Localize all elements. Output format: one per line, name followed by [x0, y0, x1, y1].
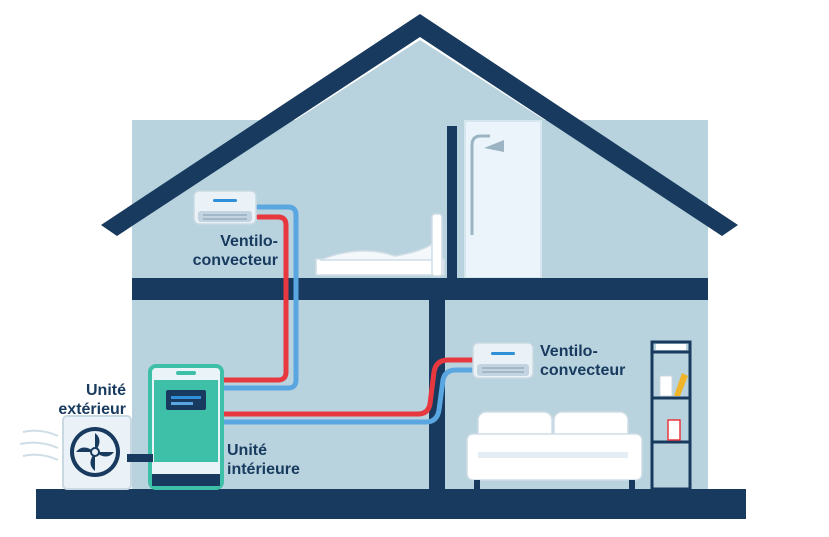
fan-coil-lower-label-line1: Ventilo- [540, 343, 598, 360]
outdoor-unit-icon [19, 415, 153, 490]
fan-coil-upper-label: Ventilo- convecteur [180, 232, 278, 270]
fan-coil-lower-label-line2: convecteur [540, 362, 626, 379]
indoor-unit-label-line2: intérieure [227, 461, 300, 478]
fan-coil-upper-label-line1: Ventilo- [220, 233, 278, 250]
outdoor-unit-label: Unité extérieur [50, 381, 126, 419]
cold-pipe-upper [215, 204, 299, 391]
indoor-unit-icon [148, 364, 224, 490]
shower-icon [447, 120, 542, 279]
fan-coil-lower-label: Ventilo- convecteur [540, 342, 625, 380]
pipes [215, 204, 477, 425]
hot-pipe-upper [215, 214, 289, 383]
ground-slab [36, 489, 746, 519]
attic-wall [132, 40, 708, 280]
indoor-unit-label: Unité intérieure [227, 441, 300, 479]
fan-coil-lower-icon [472, 342, 534, 379]
fan-coil-upper-label-line2: convecteur [192, 252, 278, 269]
bed-icon [315, 213, 445, 277]
upper-floor-slab [132, 278, 708, 300]
shelf-icon [650, 340, 692, 491]
interior-partition [429, 300, 445, 493]
cold-pipe-lower [215, 367, 477, 425]
hot-pipe-lower [215, 357, 477, 417]
sofa-icon [466, 411, 643, 489]
fan-coil-upper-icon [193, 190, 257, 225]
outdoor-unit-label-line1: Unité [86, 382, 126, 399]
indoor-unit-label-line1: Unité [227, 442, 267, 459]
outdoor-unit-label-line2: extérieur [58, 401, 126, 418]
